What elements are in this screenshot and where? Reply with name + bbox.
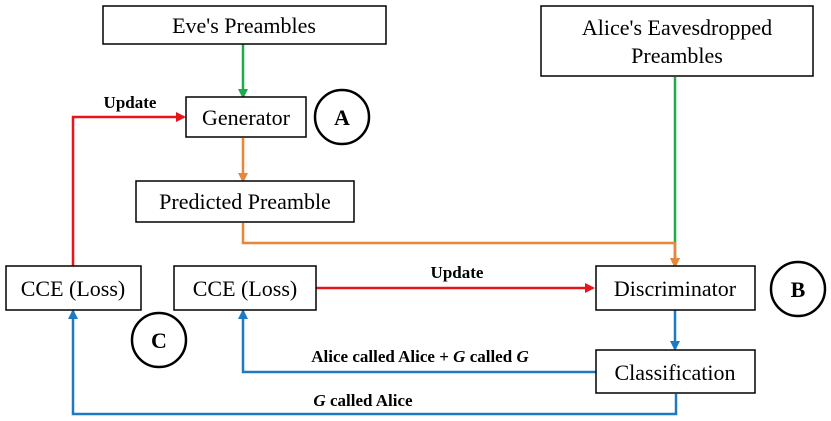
node-classification: Classification — [595, 349, 756, 394]
node-eve-preambles-label: Eve's Preambles — [172, 13, 316, 38]
node-classification-label: Classification — [615, 360, 736, 385]
node-discriminator-label: Discriminator — [614, 276, 737, 301]
marker-a: A — [313, 88, 371, 146]
marker-a-label: A — [334, 105, 350, 130]
label-g-called-alice: G called Alice — [313, 391, 413, 410]
edge-classification-to-cce-right — [238, 309, 596, 374]
label-update-discriminator: Update — [431, 263, 484, 282]
node-eve-preambles: Eve's Preambles — [102, 5, 387, 45]
marker-b: B — [769, 260, 827, 318]
node-cce-left-label: CCE (Loss) — [21, 276, 126, 301]
node-predicted-preamble-label: Predicted Preamble — [159, 189, 331, 214]
marker-c: C — [130, 311, 188, 369]
marker-b-label: B — [791, 277, 806, 302]
node-alice-preambles-line2: Preambles — [631, 43, 723, 68]
node-generator: Generator — [185, 96, 307, 138]
label-update-generator: Update — [104, 93, 157, 112]
node-discriminator: Discriminator — [595, 265, 756, 311]
node-cce-right-label: CCE (Loss) — [193, 276, 298, 301]
edge-classification-to-cce-left — [68, 309, 678, 416]
node-alice-preambles-line1: Alice's Eavesdropped — [582, 15, 772, 40]
marker-c-label: C — [151, 328, 167, 353]
edge-update-generator — [71, 112, 186, 266]
node-predicted-preamble: Predicted Preamble — [135, 180, 355, 223]
edge-predicted-to-discriminator — [241, 223, 680, 268]
node-generator-label: Generator — [202, 105, 291, 130]
node-alice-preambles: Alice's Eavesdropped Preambles — [540, 5, 814, 77]
label-alice-called-alice: Alice called Alice + G called G — [311, 347, 529, 366]
node-cce-right: CCE (Loss) — [173, 265, 317, 311]
node-cce-left: CCE (Loss) — [5, 265, 142, 311]
